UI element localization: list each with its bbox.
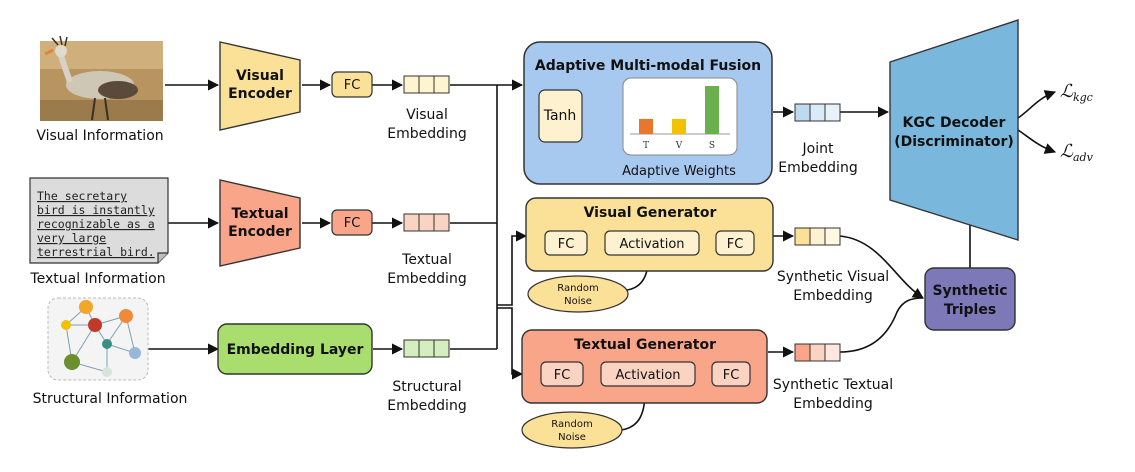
textual-random-noise: Random Noise xyxy=(521,411,623,449)
synthetic-visual-embedding-label-1: Synthetic Visual xyxy=(777,269,889,285)
fusion-title: Adaptive Multi-modal Fusion xyxy=(535,58,761,74)
visual-generator: Visual Generator FC Activation FC xyxy=(525,197,774,272)
loss-adv: ℒadv xyxy=(1060,141,1094,164)
visual-gen-fc-2 xyxy=(715,230,755,256)
loss-kgc-subscript: kgc xyxy=(1073,91,1093,104)
synthetic-triples-label-2: Triples xyxy=(944,302,996,318)
textual-embedding-label-1: Textual xyxy=(401,252,452,268)
visual-encoder-label-1: Visual xyxy=(236,68,284,84)
visual-gen-fc-2-label: FC xyxy=(727,237,744,252)
textual-encoder: Textual Encoder xyxy=(219,179,301,267)
textual-noise-label-1: Random xyxy=(551,419,592,430)
loss-kgc: ℒkgc xyxy=(1060,81,1093,104)
visual-random-noise: Random Noise xyxy=(527,275,629,313)
kgc-decoder-label-1: KGC Decoder xyxy=(903,115,1006,131)
text-card-line-1: The secretary xyxy=(37,189,127,203)
textual-noise-label-2: Noise xyxy=(558,432,586,443)
visual-embedding-label-2: Embedding xyxy=(387,126,466,142)
structural-embedding-label-2: Embedding xyxy=(387,398,466,414)
tanh-label: Tanh xyxy=(543,108,577,124)
visual-fc-label: FC xyxy=(344,78,361,93)
synthetic-textual-embedding-vector xyxy=(794,343,841,362)
kgc-decoder: KGC Decoder (Discriminator) xyxy=(889,19,1019,241)
visual-noise-label-1: Random xyxy=(557,283,598,294)
visual-information-label: Visual Information xyxy=(36,128,163,144)
adaptive-weights-label: Adaptive Weights xyxy=(622,164,736,179)
text-document-card: The secretary bird is instantly recogniz… xyxy=(29,177,169,264)
textual-gen-fc-1-label: FC xyxy=(554,368,571,383)
embedding-layer-label: Embedding Layer xyxy=(227,342,364,358)
synthetic-visual-embedding-vector xyxy=(794,227,841,246)
textual-encoder-label-2: Encoder xyxy=(228,224,292,240)
tanh-box xyxy=(538,89,583,143)
visual-embedding-vector xyxy=(403,75,450,94)
structural-embedding-label-1: Structural xyxy=(392,379,461,395)
embedding-layer: Embedding Layer xyxy=(217,323,373,375)
textual-gen-fc-2 xyxy=(711,361,751,387)
synthetic-triples-label-1: Synthetic xyxy=(932,283,1007,299)
structural-information-label: Structural Information xyxy=(33,391,188,407)
weight-tick-t: T xyxy=(643,141,649,151)
textual-embedding-vector xyxy=(403,213,450,232)
synthetic-textual-embedding-label-2: Embedding xyxy=(793,396,872,412)
visual-gen-fc-1 xyxy=(544,230,588,256)
joint-embedding-label-2: Embedding xyxy=(778,160,857,176)
weight-bar-v xyxy=(672,118,686,134)
kgc-decoder-label-2: (Discriminator) xyxy=(894,134,1014,150)
weight-bar-s xyxy=(705,86,719,134)
bird-image xyxy=(40,35,163,121)
textual-gen-activation xyxy=(600,361,696,387)
weight-tick-s: S xyxy=(709,141,715,151)
structural-embedding-vector xyxy=(403,339,450,358)
visual-encoder-label-2: Encoder xyxy=(228,86,292,102)
joint-embedding-label-1: Joint xyxy=(802,141,834,157)
synthetic-triples: Synthetic Triples xyxy=(924,267,1016,331)
weight-bar-t xyxy=(639,118,653,134)
textual-generator-title: Textual Generator xyxy=(574,337,716,353)
visual-gen-activation xyxy=(604,230,700,256)
text-card-line-5: terrestrial bird. xyxy=(37,245,155,259)
adaptive-fusion-module: Adaptive Multi-modal Fusion Tanh T V S Ada… xyxy=(523,41,773,185)
textual-encoder-label-1: Textual xyxy=(231,206,288,222)
textual-gen-activation-label: Activation xyxy=(615,368,680,383)
textual-embedding-label-2: Embedding xyxy=(387,271,466,287)
loss-adv-subscript: adv xyxy=(1073,151,1094,164)
textual-gen-fc-2-label: FC xyxy=(723,368,740,383)
visual-noise-label-2: Noise xyxy=(564,296,592,307)
textual-gen-fc-1 xyxy=(540,361,584,387)
text-card-line-3: recognizable as a xyxy=(37,217,155,231)
loss-adv-symbol: ℒ xyxy=(1060,141,1074,162)
visual-embedding-label-1: Visual xyxy=(406,107,448,123)
visual-encoder: Visual Encoder xyxy=(219,41,301,131)
synthetic-visual-embedding-label-2: Embedding xyxy=(793,288,872,304)
visual-generator-title: Visual Generator xyxy=(584,205,717,221)
structural-graph xyxy=(47,297,149,381)
textual-generator: Textual Generator FC Activation FC xyxy=(521,329,768,404)
synthetic-textual-embedding-label-1: Synthetic Textual xyxy=(773,377,893,393)
text-card-line-2: bird is instantly xyxy=(37,203,155,217)
visual-fc-box: FC xyxy=(331,71,373,98)
textual-fc-label: FC xyxy=(344,216,361,231)
textual-fc-box: FC xyxy=(331,209,373,236)
visual-gen-activation-label: Activation xyxy=(619,237,684,252)
loss-kgc-symbol: ℒ xyxy=(1060,81,1074,102)
weight-tick-v: V xyxy=(675,141,683,151)
visual-gen-fc-1-label: FC xyxy=(558,237,575,252)
text-card-line-4: very large xyxy=(37,231,106,245)
textual-information-label: Textual Information xyxy=(29,271,165,287)
joint-embedding-vector xyxy=(794,103,841,122)
